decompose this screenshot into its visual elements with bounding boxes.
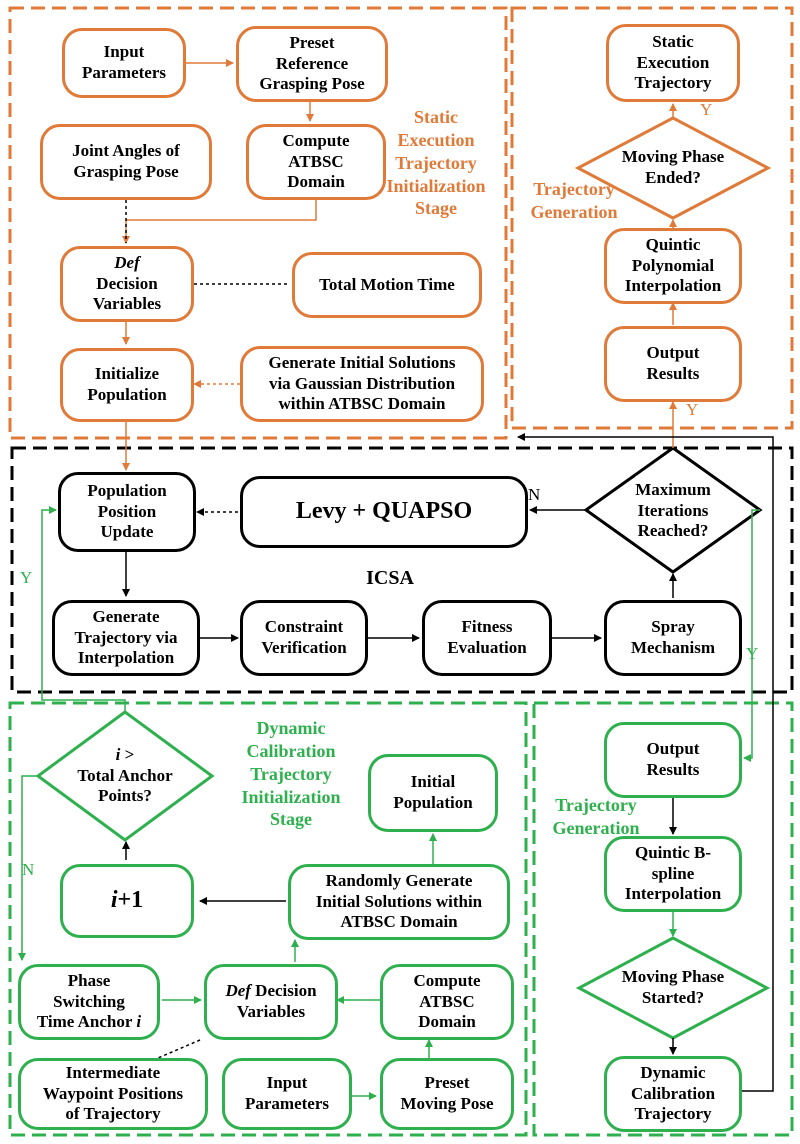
static-stage-title: Static Execution Trajectory Initializati… <box>386 107 486 219</box>
moving-phase-ended-diamond <box>574 116 772 220</box>
i-plus-rest: +1 <box>117 887 144 914</box>
n-label-dynamic: N <box>22 860 35 879</box>
initialize-population-box: Initialize Population <box>60 348 194 422</box>
n-label-icsa: N <box>528 485 541 504</box>
input-parameters-dynamic-box: Input Parameters <box>222 1058 352 1130</box>
dynamic-generation-title: Trajectory Generation <box>552 795 640 838</box>
static-execution-trajectory-box: Static Execution Trajectory <box>606 24 740 102</box>
y-label-static-top: Y <box>700 100 713 119</box>
preset-moving-pose-box: Preset Moving Pose <box>380 1058 514 1130</box>
i-plus-symbol: i <box>110 887 118 914</box>
quintic-bspline-box: Quintic B- spline Interpolation <box>604 836 742 912</box>
compute-atbsc-dynamic-box: Compute ATBSC Domain <box>380 964 514 1040</box>
max-iterations-diamond <box>583 446 763 574</box>
def-label: Def <box>114 252 140 272</box>
phase-switching-text: Phase Switching Time Anchor <box>36 970 133 1032</box>
initial-population-box: Initial Population <box>368 754 498 832</box>
i-symbol: i <box>115 744 121 764</box>
joint-angles-box: Joint Angles of Grasping Pose <box>40 124 212 200</box>
dynamic-calibration-trajectory-box: Dynamic Calibration Trajectory <box>604 1056 742 1132</box>
i-greater-label: i > Total Anchor Points? <box>60 742 190 810</box>
i-plus-one-box: i+1 <box>60 864 194 938</box>
static-generation-title: Trajectory Generation <box>530 179 618 222</box>
quintic-polynomial-box: Quintic Polynomial Interpolation <box>604 228 742 304</box>
decision-variables-label: Decision Variables <box>92 273 162 314</box>
dynamic-stage-region <box>8 701 528 1137</box>
phase-switching-i: i <box>136 1012 142 1032</box>
output-results-static-box: Output Results <box>604 326 742 402</box>
generate-trajectory-box: Generate Trajectory via Interpolation <box>52 600 200 676</box>
levy-quapso-box: Levy + QUAPSO <box>240 476 528 548</box>
icsa-title: ICSA <box>366 567 414 589</box>
decision-variables-dynamic-label: Decision Variables <box>236 981 317 1021</box>
population-position-update-box: Population Position Update <box>58 472 196 552</box>
compute-atbsc-domain-box: Compute ATBSC Domain <box>246 124 386 200</box>
constraint-verification-box: Constraint Verification <box>240 600 368 676</box>
dynamic-stage-title: Dynamic Calibration Trajectory Initializ… <box>241 718 341 830</box>
intermediate-waypoint-box: Intermediate Waypoint Positions of Traje… <box>18 1058 208 1130</box>
dynamic-generation-region <box>532 701 794 1137</box>
i-greater-rest: > Total Anchor Points? <box>77 744 173 806</box>
y-label-static-bottom: Y <box>686 400 699 419</box>
icsa-region <box>10 446 794 694</box>
input-parameters-box: Input Parameters <box>62 28 186 98</box>
generate-initial-solutions-box: Generate Initial Solutions via Gaussian … <box>240 346 484 422</box>
randomly-generate-box: Randomly Generate Initial Solutions with… <box>288 864 510 940</box>
output-results-dynamic-box: Output Results <box>604 722 742 798</box>
spray-mechanism-box: Spray Mechanism <box>604 600 742 676</box>
phase-switching-box: Phase Switching Time Anchor i <box>18 964 160 1040</box>
moving-phase-started-label: Moving Phase Started? <box>621 967 725 1007</box>
fitness-evaluation-box: Fitness Evaluation <box>422 600 552 676</box>
i-greater-diamond <box>35 710 215 842</box>
def-decision-variables-dynamic-box: Def Decision Variables <box>204 964 338 1040</box>
total-motion-time-box: Total Motion Time <box>292 252 482 318</box>
static-generation-region <box>510 6 794 430</box>
def-dynamic-label: Def <box>225 981 251 1001</box>
preset-reference-grasping-pose-box: Preset Reference Grasping Pose <box>236 26 388 102</box>
y-label-right: Y <box>746 644 759 663</box>
max-iterations-label: Maximum Iterations Reached? <box>635 479 711 541</box>
moving-phase-ended-label: Moving Phase Ended? <box>621 147 725 187</box>
y-label-left-loop: Y <box>20 568 33 587</box>
